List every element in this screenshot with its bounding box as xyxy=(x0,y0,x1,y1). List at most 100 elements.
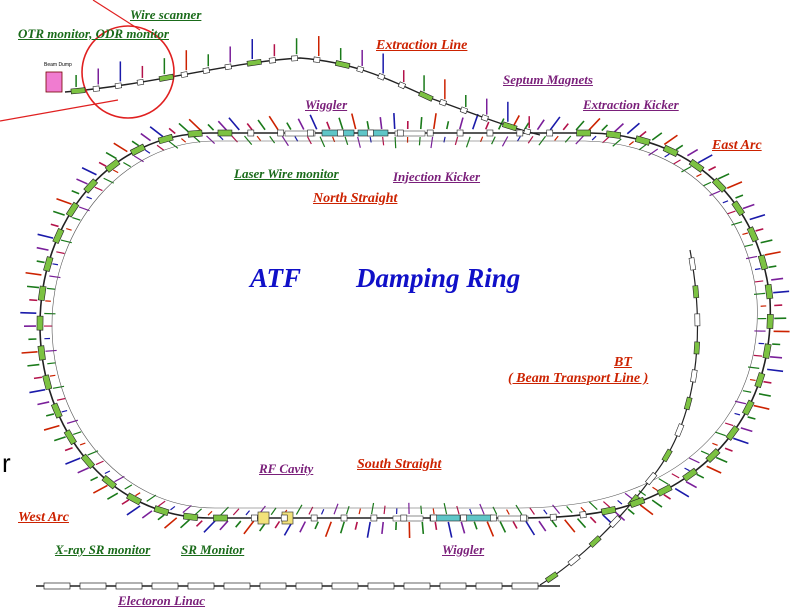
ring-magnet xyxy=(547,130,553,136)
element-tick-inner xyxy=(507,510,510,515)
element-tick xyxy=(22,352,38,353)
element-tick-inner xyxy=(296,505,302,515)
ring-magnet xyxy=(490,515,496,521)
element-tick-inner xyxy=(696,174,701,177)
ring-magnet xyxy=(747,227,758,242)
element-tick xyxy=(29,300,37,301)
south-drift-box-1 xyxy=(393,516,423,521)
element-tick-inner xyxy=(72,218,80,221)
element-tick xyxy=(236,521,241,527)
element-tick xyxy=(37,402,49,405)
element-tick xyxy=(56,199,71,204)
label-west-arc: West Arc xyxy=(18,511,69,525)
element-tick-inner xyxy=(66,229,71,231)
element-tick xyxy=(733,438,748,443)
extraction-magnet xyxy=(269,58,276,64)
element-tick xyxy=(142,511,152,518)
element-tick-inner xyxy=(246,511,250,515)
ring-magnet xyxy=(635,136,650,146)
element-tick-inner xyxy=(444,503,446,514)
element-tick xyxy=(44,426,59,430)
ring-magnet xyxy=(341,515,347,521)
side-glyph: r xyxy=(2,450,11,476)
element-tick xyxy=(315,522,318,529)
element-tick xyxy=(750,215,765,220)
element-tick xyxy=(664,495,671,499)
element-tick-inner xyxy=(114,476,124,481)
element-tick xyxy=(298,119,304,130)
element-tick-inner xyxy=(158,501,165,506)
element-tick xyxy=(434,113,436,129)
extraction-magnet xyxy=(439,99,446,106)
label-wiggler-top: Wiggler xyxy=(305,98,347,111)
element-tick-inner xyxy=(629,141,633,145)
ring-magnet xyxy=(577,130,591,136)
linac-section xyxy=(188,583,214,589)
ring-magnet xyxy=(427,130,433,136)
element-tick xyxy=(327,122,330,129)
label-wire-scanner: Wire scanner xyxy=(130,8,201,21)
linac-section xyxy=(224,583,250,589)
element-tick xyxy=(29,390,45,393)
linac-section xyxy=(404,583,430,589)
element-tick-inner xyxy=(134,156,144,162)
linac-section xyxy=(440,583,466,589)
label-north-straight: North Straight xyxy=(313,192,397,206)
extraction-magnet xyxy=(291,56,297,61)
linac-section xyxy=(476,583,502,589)
element-tick xyxy=(765,252,781,255)
element-tick xyxy=(460,118,463,130)
extraction-magnet xyxy=(93,86,100,92)
element-tick-inner xyxy=(735,413,740,414)
element-tick xyxy=(589,118,600,130)
ring-magnet xyxy=(338,130,344,136)
element-tick-inner xyxy=(219,136,223,140)
element-tick xyxy=(258,120,265,130)
bt-magnet xyxy=(690,370,697,383)
element-tick xyxy=(602,125,608,131)
element-tick xyxy=(727,182,742,188)
linac-section xyxy=(512,583,538,589)
element-tick-inner xyxy=(96,461,104,464)
element-tick xyxy=(218,121,226,130)
ring-magnet xyxy=(732,201,745,216)
ring-magnet xyxy=(767,314,774,328)
element-tick-inner xyxy=(307,137,311,144)
ring-magnet xyxy=(281,515,287,521)
element-tick xyxy=(114,143,128,151)
element-tick xyxy=(204,521,215,532)
rf-cavity-1 xyxy=(258,512,269,524)
element-tick xyxy=(106,153,116,159)
element-tick xyxy=(761,240,773,243)
ring-magnet xyxy=(66,202,79,217)
element-tick xyxy=(196,521,202,527)
element-tick xyxy=(770,357,782,358)
element-tick-inner xyxy=(742,233,747,234)
element-tick-inner xyxy=(715,432,726,436)
element-tick-inner xyxy=(701,451,709,454)
element-tick xyxy=(676,145,683,149)
element-tick-inner xyxy=(147,495,156,501)
element-tick xyxy=(741,428,752,432)
label-sr-monitor: SR Monitor xyxy=(181,543,244,556)
ring-magnet xyxy=(550,514,556,520)
element-tick xyxy=(537,120,544,130)
element-tick xyxy=(565,520,575,532)
element-tick xyxy=(179,123,188,131)
element-tick xyxy=(461,522,464,534)
linac-section xyxy=(116,583,142,589)
element-tick-inner xyxy=(470,509,472,514)
element-tick xyxy=(526,521,534,535)
element-tick-inner xyxy=(113,170,118,173)
element-tick-inner xyxy=(135,493,140,496)
element-tick xyxy=(486,122,489,129)
ring-magnet xyxy=(461,515,467,521)
element-tick xyxy=(127,506,140,515)
element-tick-inner xyxy=(727,211,735,214)
element-tick-inner xyxy=(685,468,690,471)
element-tick xyxy=(590,517,596,523)
element-tick xyxy=(38,234,54,238)
ring-magnet xyxy=(38,346,46,361)
element-tick-inner xyxy=(755,269,761,270)
